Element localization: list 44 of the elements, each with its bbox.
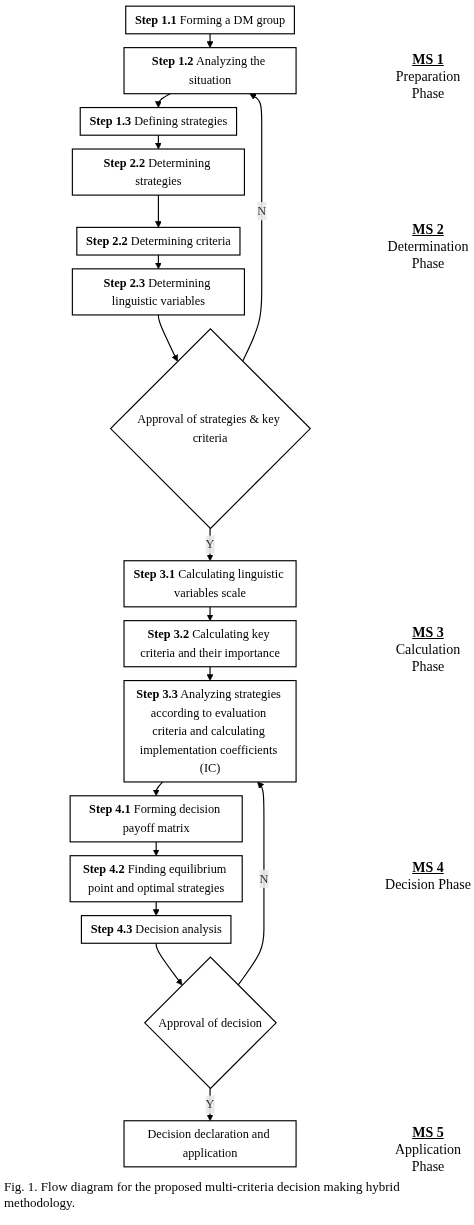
phase-name: Preparation Phase — [394, 67, 462, 102]
node-diamond: Approval of decision — [143, 956, 277, 1090]
arrow — [241, 93, 263, 362]
node-box: Step 3.3 Analyzing strategies according to evaluation criteria and calculating implementation coefficients (IC) — [123, 680, 297, 783]
edge-label: Y — [205, 537, 215, 551]
node-box: Step 1.2 Analyzing the situation — [123, 47, 297, 95]
figure-caption: Fig. 1. Flow diagram for the proposed multi-criteria decision making hybrid methodology. — [3, 1178, 401, 1212]
arrow — [206, 606, 214, 621]
node-box: Step 4.3 Decision analysis — [80, 915, 232, 944]
node-box: Decision declaration and application — [123, 1120, 297, 1168]
arrow — [206, 666, 214, 681]
phase-name: Determination Phase — [386, 238, 470, 273]
arrow — [152, 841, 160, 856]
node-box: Step 1.1 Forming a DM group — [124, 5, 295, 35]
node-box: Step 3.1 Calculating linguistic variables scale — [123, 560, 297, 608]
arrow — [152, 901, 160, 916]
arrow — [152, 781, 163, 797]
phase-number: MS 5 — [411, 1123, 445, 1141]
phase-number: MS 1 — [411, 50, 445, 68]
node-box: Step 3.2 Calculating key criteria and their importance — [123, 620, 297, 668]
node-box: Step 2.2 Determining criteria — [76, 226, 241, 256]
edge-label: Y — [205, 1097, 215, 1111]
phase-name: Application Phase — [393, 1140, 463, 1175]
arrow — [155, 942, 183, 986]
arrow — [206, 33, 214, 48]
node-diamond: Approval of strategies & key criteria — [109, 327, 311, 530]
node-box: Step 2.3 Determining linguistic variables — [71, 268, 245, 316]
phase-name: Calculation Phase — [394, 640, 462, 675]
phase-number: MS 2 — [411, 221, 445, 239]
arrow — [154, 134, 162, 150]
arrow — [154, 254, 162, 270]
node-box: Step 2.2 Determining strategies — [71, 148, 245, 196]
arrow — [237, 781, 265, 986]
phase-number: MS 3 — [411, 623, 445, 641]
edge-label: N — [257, 204, 266, 218]
phase-number: MS 4 — [411, 858, 445, 876]
phase-name: Decision Phase — [384, 875, 472, 893]
arrow — [157, 314, 178, 362]
node-box: Step 4.2 Finding equilibrium point and optimal strategies — [69, 855, 243, 903]
arrow — [154, 93, 171, 108]
arrow — [154, 194, 162, 228]
edge-label: N — [259, 871, 269, 885]
node-box: Step 4.1 Forming decision payoff matrix — [69, 795, 243, 843]
node-box: Step 1.3 Defining strategies — [79, 106, 237, 136]
